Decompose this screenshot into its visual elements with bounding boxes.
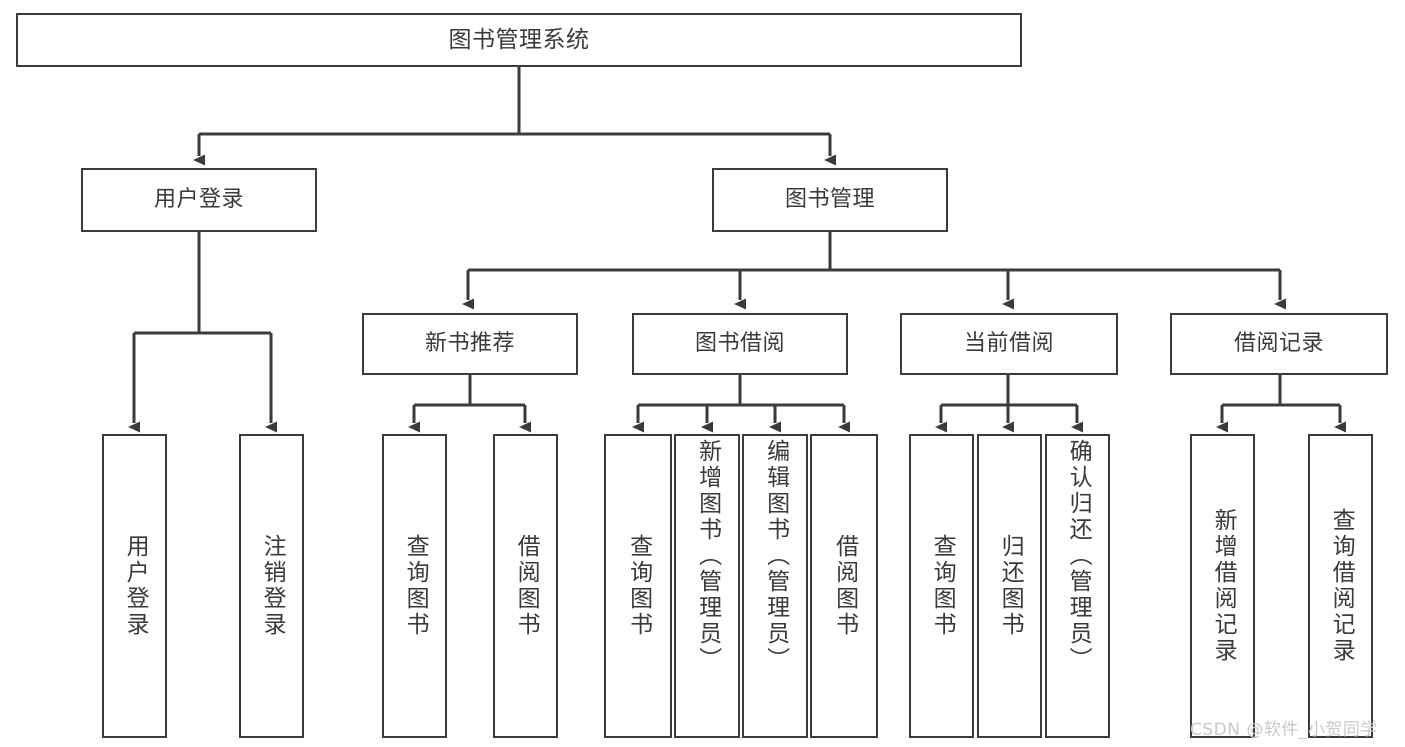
node-label: 查询图书 — [402, 534, 429, 638]
node-label: 确认归还（管理员） — [1065, 439, 1092, 673]
leaf-user-login[interactable]: 用户登录 — [102, 434, 167, 738]
node-label: 用户登录 — [122, 534, 149, 638]
node-label: 归还图书 — [997, 534, 1024, 638]
node-label: 查询图书 — [625, 534, 652, 638]
leaf-add-book-admin[interactable]: 新增图书（管理员） — [674, 434, 740, 738]
node-label: 图书管理 — [784, 187, 875, 212]
leaf-add-borrow-record[interactable]: 新增借阅记录 — [1190, 434, 1255, 738]
node-label: 借阅记录 — [1233, 331, 1324, 356]
node-label: 编辑图书（管理员） — [762, 439, 789, 673]
node-book-borrow[interactable]: 图书借阅 — [632, 313, 848, 375]
node-label: 新书推荐 — [424, 331, 515, 356]
leaf-borrow-book-recommend[interactable]: 借阅图书 — [493, 434, 558, 738]
node-book-management[interactable]: 图书管理 — [712, 168, 948, 232]
node-label: 图书管理系统 — [448, 26, 590, 53]
leaf-query-borrow-record[interactable]: 查询借阅记录 — [1308, 434, 1373, 738]
leaf-query-book-recommend[interactable]: 查询图书 — [382, 434, 447, 738]
node-borrow-record[interactable]: 借阅记录 — [1170, 313, 1388, 375]
node-label: 新增借阅记录 — [1210, 508, 1237, 664]
node-new-book-recommend[interactable]: 新书推荐 — [362, 313, 578, 375]
leaf-confirm-return-admin[interactable]: 确认归还（管理员） — [1045, 434, 1110, 738]
csdn-watermark: CSDN @软件_小贺同学 — [1190, 720, 1378, 740]
node-label: 用户登录 — [153, 187, 244, 212]
node-label: 新增图书（管理员） — [694, 439, 721, 673]
leaf-query-book-borrow[interactable]: 查询图书 — [604, 434, 672, 738]
node-label: 注销登录 — [259, 534, 286, 638]
leaf-borrow-book-borrow[interactable]: 借阅图书 — [810, 434, 878, 738]
leaf-user-logout[interactable]: 注销登录 — [239, 434, 304, 738]
leaf-return-book[interactable]: 归还图书 — [977, 434, 1042, 738]
node-label: 借阅图书 — [831, 534, 858, 638]
node-label: 图书借阅 — [694, 331, 785, 356]
node-root-book-management-system[interactable]: 图书管理系统 — [16, 13, 1022, 67]
node-label: 当前借阅 — [963, 331, 1054, 356]
node-label: 借阅图书 — [513, 534, 540, 638]
node-user-login[interactable]: 用户登录 — [81, 168, 317, 232]
node-label: 查询借阅记录 — [1328, 508, 1355, 664]
node-label: 查询图书 — [929, 534, 956, 638]
node-current-borrow[interactable]: 当前借阅 — [900, 313, 1118, 375]
leaf-query-book-current[interactable]: 查询图书 — [909, 434, 974, 738]
leaf-edit-book-admin[interactable]: 编辑图书（管理员） — [742, 434, 808, 738]
